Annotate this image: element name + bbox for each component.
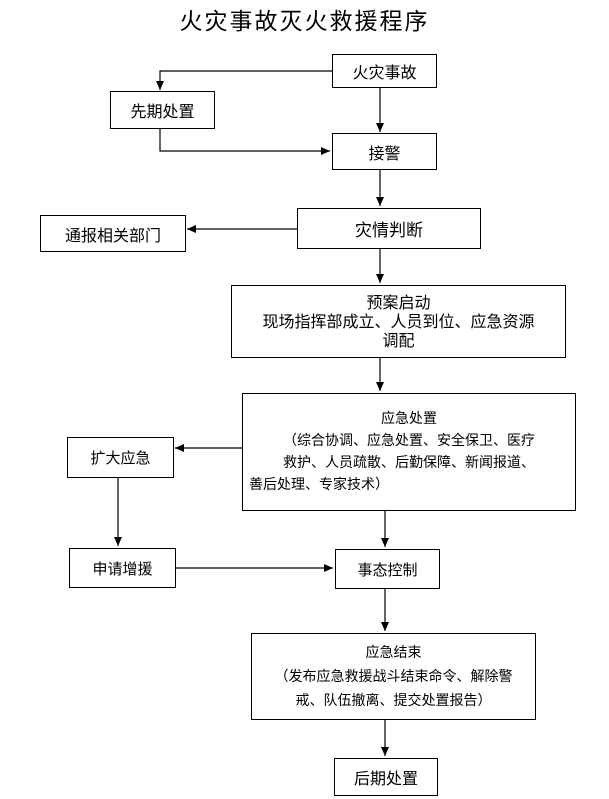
situation-assessment-node: 灾情判断 (297, 208, 481, 249)
plan-activation-title: 预案启动 (366, 293, 431, 312)
situation-assessment-label: 灾情判断 (355, 221, 423, 241)
emergency-end-line1: （发布应急救援战斗结束命令、解除警 (274, 668, 513, 685)
situation-control-node: 事态控制 (335, 549, 440, 589)
alarm-receipt-node: 接警 (332, 133, 437, 170)
plan-activation-line3: 调配 (382, 331, 415, 350)
plan-activation-node: 预案启动 现场指挥部成立、人员到位、应急资源 调配 (231, 285, 566, 358)
emergency-response-title: 应急处置 (381, 411, 437, 427)
emergency-response-line1: （综合协调、应急处置、安全保卫、医疗 (283, 433, 535, 449)
situation-control-label: 事态控制 (357, 560, 418, 579)
emergency-response-node: 应急处置 （综合协调、应急处置、安全保卫、医疗 救护、人员疏散、后勤保障、新闻报… (242, 393, 576, 511)
early-response-label: 先期处置 (130, 102, 195, 121)
emergency-response-line2: 救护、人员疏散、后勤保障、新闻报道、 (283, 455, 535, 471)
aftermath-node: 后期处置 (334, 758, 438, 796)
emergency-end-line2: 戒、队伍撤离、提交处置报告） (295, 692, 492, 709)
page-title: 火灾事故灭火救援程序 (179, 9, 430, 35)
expand-response-node: 扩大应急 (67, 437, 174, 478)
alarm-receipt-label: 接警 (368, 143, 401, 163)
emergency-response-line3: 善后处理、专家技术） (249, 477, 389, 493)
emergency-end-title: 应急结束 (365, 644, 422, 661)
notify-departments-label: 通报相关部门 (64, 225, 161, 245)
request-reinforcement-node: 申请增援 (69, 548, 176, 588)
fire-accident-node: 火灾事故 (332, 54, 437, 88)
expand-response-label: 扩大应急 (90, 449, 151, 467)
emergency-end-node: 应急结束 （发布应急救援战斗结束命令、解除警 戒、队伍撤离、提交处置报告） (251, 633, 536, 720)
fire-accident-label: 火灾事故 (352, 63, 417, 82)
aftermath-label: 后期处置 (353, 769, 418, 788)
arrow-fire-to-early (156, 70, 332, 90)
notify-departments-node: 通报相关部门 (40, 215, 186, 252)
arrow-early-to-alarm (159, 129, 330, 155)
request-reinforcement-label: 申请增援 (92, 559, 153, 578)
early-response-node: 先期处置 (110, 91, 215, 129)
plan-activation-line2: 现场指挥部成立、人员到位、应急资源 (262, 312, 535, 331)
